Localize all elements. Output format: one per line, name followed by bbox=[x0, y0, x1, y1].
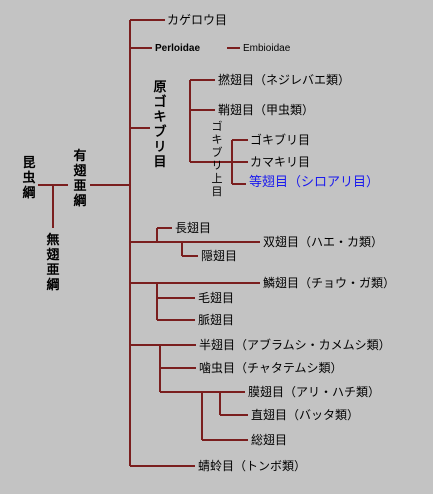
order-hymenoptera: 膜翅目（アリ・ハチ類） bbox=[248, 385, 381, 399]
order-ephemeroptera: カゲロウ目 bbox=[167, 13, 228, 27]
order-psocoptera: 噛虫目（チャタテムシ類） bbox=[199, 361, 343, 375]
order-siphonaptera: 隠翅目 bbox=[201, 249, 238, 263]
class-insecta-label: 昆虫綱 bbox=[22, 156, 36, 201]
order-mantodea: カマキリ目 bbox=[250, 155, 311, 169]
subclass-pterygota-label: 有翅亜綱 bbox=[73, 149, 87, 209]
order-orthoptera: 直翅目（バッタ類） bbox=[251, 408, 360, 422]
order-strepsiptera: 撚翅目（ネジレバエ類） bbox=[218, 73, 351, 87]
order-embioidae: Embioidae bbox=[243, 43, 291, 54]
order-perloidae: Perloidae bbox=[155, 43, 201, 54]
superorder-protoblattodea-label: 原ゴキブリ目 bbox=[153, 80, 167, 170]
order-coleoptera: 鞘翅目（甲虫類） bbox=[218, 103, 315, 117]
superorder-dictyoptera-label: ゴキブリ上目 bbox=[211, 120, 223, 198]
order-hemiptera: 半翅目（アブラムシ・カメムシ類） bbox=[199, 338, 391, 352]
order-lepidoptera: 鱗翅目（チョウ・ガ類） bbox=[263, 276, 396, 290]
order-diptera: 双翅目（ハエ・カ類） bbox=[263, 235, 384, 249]
order-mecoptera: 長翅目 bbox=[175, 221, 212, 235]
order-neuroptera: 脈翅目 bbox=[198, 313, 235, 327]
order-thysanoptera: 総翅目 bbox=[251, 433, 288, 447]
order-isoptera-highlighted: 等翅目（シロアリ目） bbox=[249, 175, 380, 190]
order-odonata: 蜻蛉目（トンボ類） bbox=[198, 459, 307, 473]
order-blattodea: ゴキブリ目 bbox=[250, 133, 311, 147]
subclass-apterygota-label: 無翅亜綱 bbox=[46, 233, 60, 293]
order-trichoptera: 毛翅目 bbox=[198, 291, 235, 305]
